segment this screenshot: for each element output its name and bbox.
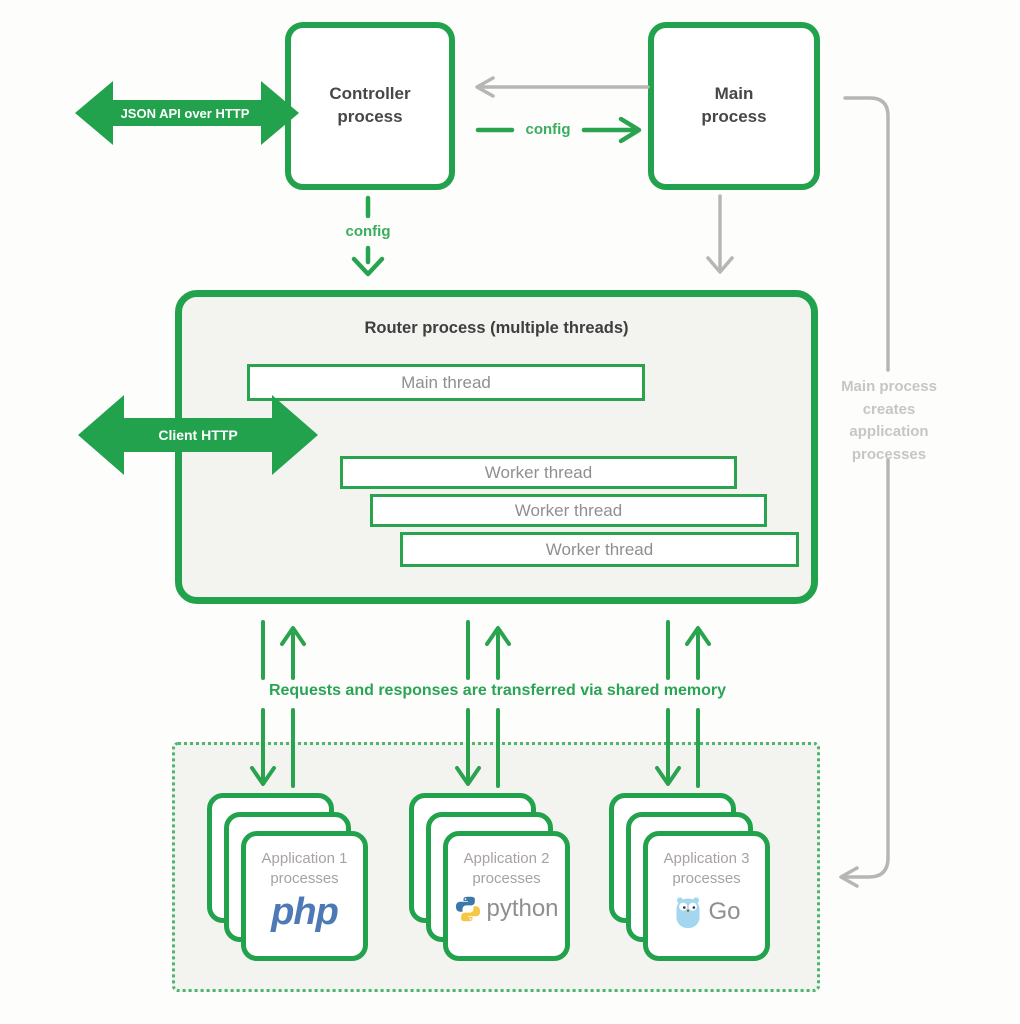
app-sub: processes [472,870,541,888]
app-card-front: Application 3 processes [643,831,770,961]
app-sub: processes [672,870,741,888]
main-to-router-arrow [706,194,734,274]
app-name: Application 3 [663,850,750,867]
controller-process-label: Controller process [329,84,411,126]
app-name: Application 2 [463,850,550,867]
main-creates-path [839,96,890,888]
app-processes-container: Application 1 processes php Application … [172,742,820,992]
worker-thread-label: Worker thread [545,539,654,559]
main-process-box: Main process [648,22,820,190]
python-runtime-label: python [486,894,559,922]
worker-thread-box: Worker thread [340,456,737,489]
go-gopher-icon [672,895,704,929]
main-creates-label: Main process creates application process… [841,378,937,463]
app-card-front: Application 1 processes php [241,831,368,961]
router-process-box: Router process (multiple threads) Main t… [175,290,818,604]
app-card-front: Application 2 processes python [443,831,570,961]
client-http-label: Client HTTP [158,427,238,443]
worker-thread-box: Worker thread [400,532,799,567]
go-runtime-label: Go [708,897,741,925]
worker-thread-label: Worker thread [514,500,623,520]
config-to-router-label: config [345,223,391,240]
controller-process-box: Controller process [285,22,455,190]
json-api-label: JSON API over HTTP [120,106,250,121]
app-stack-3: Application 3 processes [609,793,772,963]
worker-thread-label: Worker thread [484,462,593,482]
main-thread-box: Main thread [247,364,645,401]
app-stack-2: Application 2 processes python [409,793,572,963]
shared-memory-label: Requests and responses are transferred v… [268,682,727,699]
app-stack-1: Application 1 processes php [207,793,370,963]
app-name: Application 1 [261,850,348,867]
main-process-label: Main process [701,84,767,126]
worker-thread-box: Worker thread [370,494,767,527]
config-to-main-label: config [525,121,571,138]
python-logo-icon [454,895,482,923]
main-to-controller-arrow [475,76,650,98]
main-thread-label: Main thread [401,372,491,392]
app-sub: processes [270,870,339,888]
php-logo-icon: php [271,890,339,933]
router-process-title: Router process (multiple threads) [364,319,629,337]
